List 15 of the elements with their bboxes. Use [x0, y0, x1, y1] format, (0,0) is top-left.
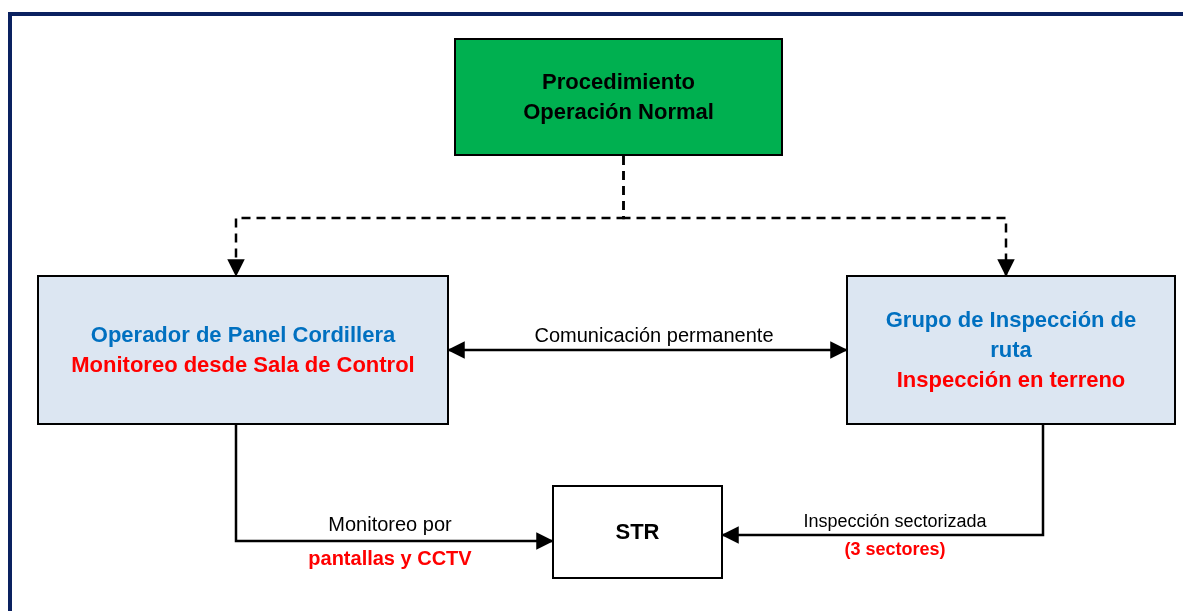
arrow — [234, 425, 554, 550]
node-text: Inspección en terreno — [896, 366, 1126, 394]
role-box — [846, 275, 1176, 425]
node-heading: Operador de Panel Cordillera — [90, 321, 396, 349]
edge-label: Inspección sectorizada (3 sectores) — [802, 510, 988, 561]
node-text: Monitoreo desde Sala de Control — [71, 351, 415, 379]
node-heading: STR — [615, 518, 660, 546]
process-box — [552, 485, 723, 579]
role-box — [37, 275, 449, 425]
dashed-arrow — [622, 156, 1015, 277]
node-heading: Procedimiento Operación Normal — [522, 68, 715, 126]
node-heading: Grupo de Inspección de ruta — [884, 306, 1138, 364]
edge-label: Monitoreo por pantallas y CCTV — [307, 512, 473, 571]
process-box — [454, 38, 783, 156]
edge-label: Comunicación permanente — [534, 323, 774, 348]
